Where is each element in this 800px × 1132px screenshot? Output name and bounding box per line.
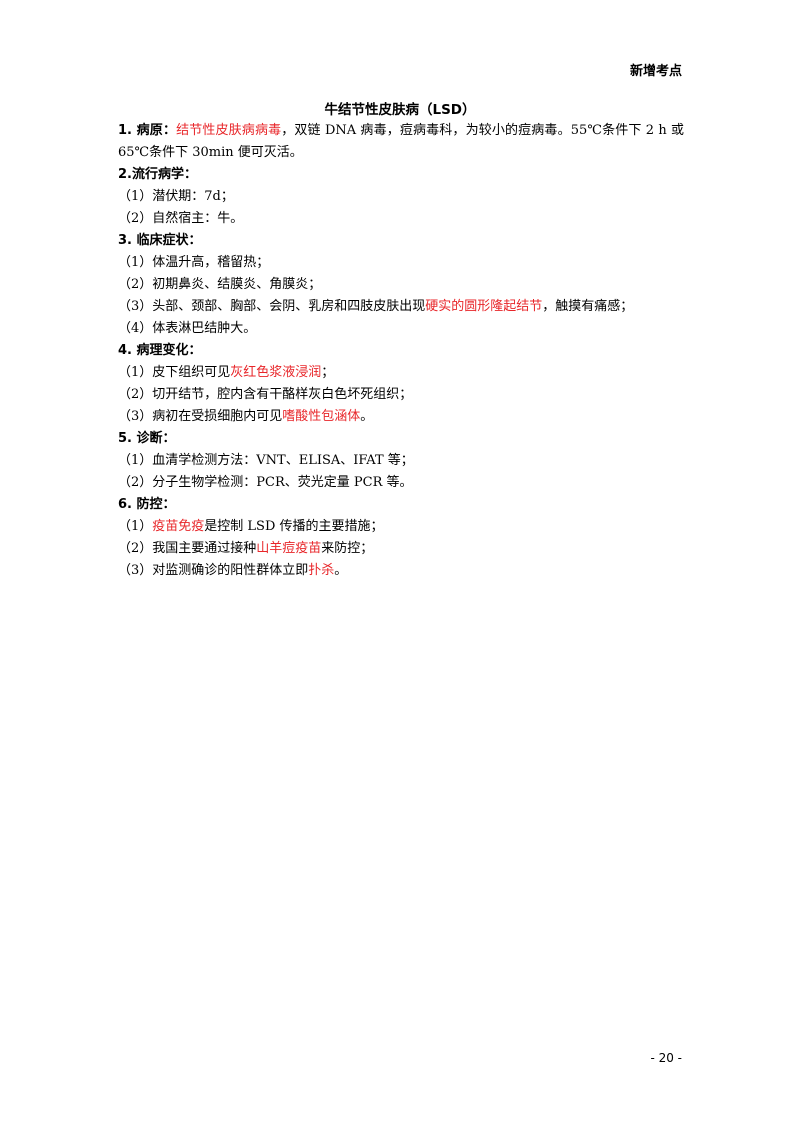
prevention-item-3-text: （3）对监测确诊的阳性群体立即 [118, 563, 309, 578]
clinical-heading: 3. 临床症状： [118, 233, 202, 248]
prevention-item-1-text: （1） [118, 519, 153, 534]
pathogen-text: ，双链 DNA 病毒，痘病毒科，为较小的痘病毒。55℃条件下 2 h 或 65℃… [118, 123, 684, 160]
pathology-heading: 4. 病理变化： [118, 343, 202, 358]
diagnosis-heading: 5. 诊断： [118, 431, 176, 446]
pathogen-paragraph: 1. 病原：结节性皮肤病病毒，双链 DNA 病毒，痘病毒科，为较小的痘病毒。55… [118, 120, 684, 164]
pathology-item-3: （3）病初在受损细胞内可见嗜酸性包涵体。 [118, 406, 684, 428]
document-title: 牛结节性皮肤病（LSD） [324, 102, 476, 118]
pathology-item-1-tail: ； [321, 365, 335, 380]
pathology-item-1-highlight: 灰红色浆液浸润 [230, 365, 322, 380]
pathology-item-1: （1）皮下组织可见灰红色浆液浸润； [118, 362, 684, 384]
pathology-item-2: （2）切开结节，腔内含有干酪样灰白色坏死组织； [118, 387, 413, 402]
prevention-item-2-text: （2）我国主要通过接种 [118, 541, 257, 556]
prevention-item-3-tail: 。 [334, 563, 348, 578]
clinical-item-1: （1）体温升高，稽留热； [118, 255, 270, 270]
epidemiology-item-2: （2）自然宿主：牛。 [118, 211, 244, 226]
diagnosis-item-2: （2）分子生物学检测：PCR、荧光定量 PCR 等。 [118, 475, 413, 490]
pathogen-highlight: 结节性皮肤病病毒 [176, 123, 282, 138]
prevention-item-3-highlight: 扑杀 [308, 563, 335, 578]
clinical-item-4: （4）体表淋巴结肿大。 [118, 321, 257, 336]
prevention-item-1: （1）疫苗免疫是控制 LSD 传播的主要措施； [118, 516, 684, 538]
clinical-item-3: （3）头部、颈部、胸部、会阴、乳房和四肢皮肤出现硬实的圆形隆起结节，触摸有痛感； [118, 296, 684, 318]
epidemiology-item-1: （1）潜伏期：7d； [118, 189, 234, 204]
prevention-item-2-highlight: 山羊痘疫苗 [256, 541, 322, 556]
diagnosis-item-1: （1）血清学检测方法：VNT、ELISA、IFAT 等； [118, 453, 414, 468]
prevention-item-2: （2）我国主要通过接种山羊痘疫苗来防控； [118, 538, 684, 560]
clinical-item-2: （2）初期鼻炎、结膜炎、角膜炎； [118, 277, 322, 292]
clinical-item-3-text: （3）头部、颈部、胸部、会阴、乳房和四肢皮肤出现 [118, 299, 426, 314]
prevention-item-2-tail: 来防控； [321, 541, 374, 556]
pathology-item-3-text: （3）病初在受损细胞内可见 [118, 409, 283, 424]
pathology-item-3-tail: 。 [360, 409, 374, 424]
clinical-item-3-tail: ，触摸有痛感； [542, 299, 634, 314]
pathogen-heading: 1. 病原： [118, 123, 177, 138]
prevention-item-1-tail: 是控制 LSD 传播的主要措施； [204, 519, 384, 534]
prevention-item-1-highlight: 疫苗免疫 [152, 519, 205, 534]
document-body: 1. 病原：结节性皮肤病病毒，双链 DNA 病毒，痘病毒科，为较小的痘病毒。55… [118, 120, 684, 582]
page-number: - 20 - [650, 1051, 682, 1065]
header-tag: 新增考点 [629, 64, 682, 79]
prevention-heading: 6. 防控： [118, 497, 176, 512]
pathology-item-1-text: （1）皮下组织可见 [118, 365, 231, 380]
pathology-item-3-highlight: 嗜酸性包涵体 [282, 409, 361, 424]
epidemiology-heading: 2.流行病学： [118, 167, 197, 182]
prevention-item-3: （3）对监测确诊的阳性群体立即扑杀。 [118, 560, 684, 582]
clinical-item-3-highlight: 硬实的圆形隆起结节 [425, 299, 543, 314]
